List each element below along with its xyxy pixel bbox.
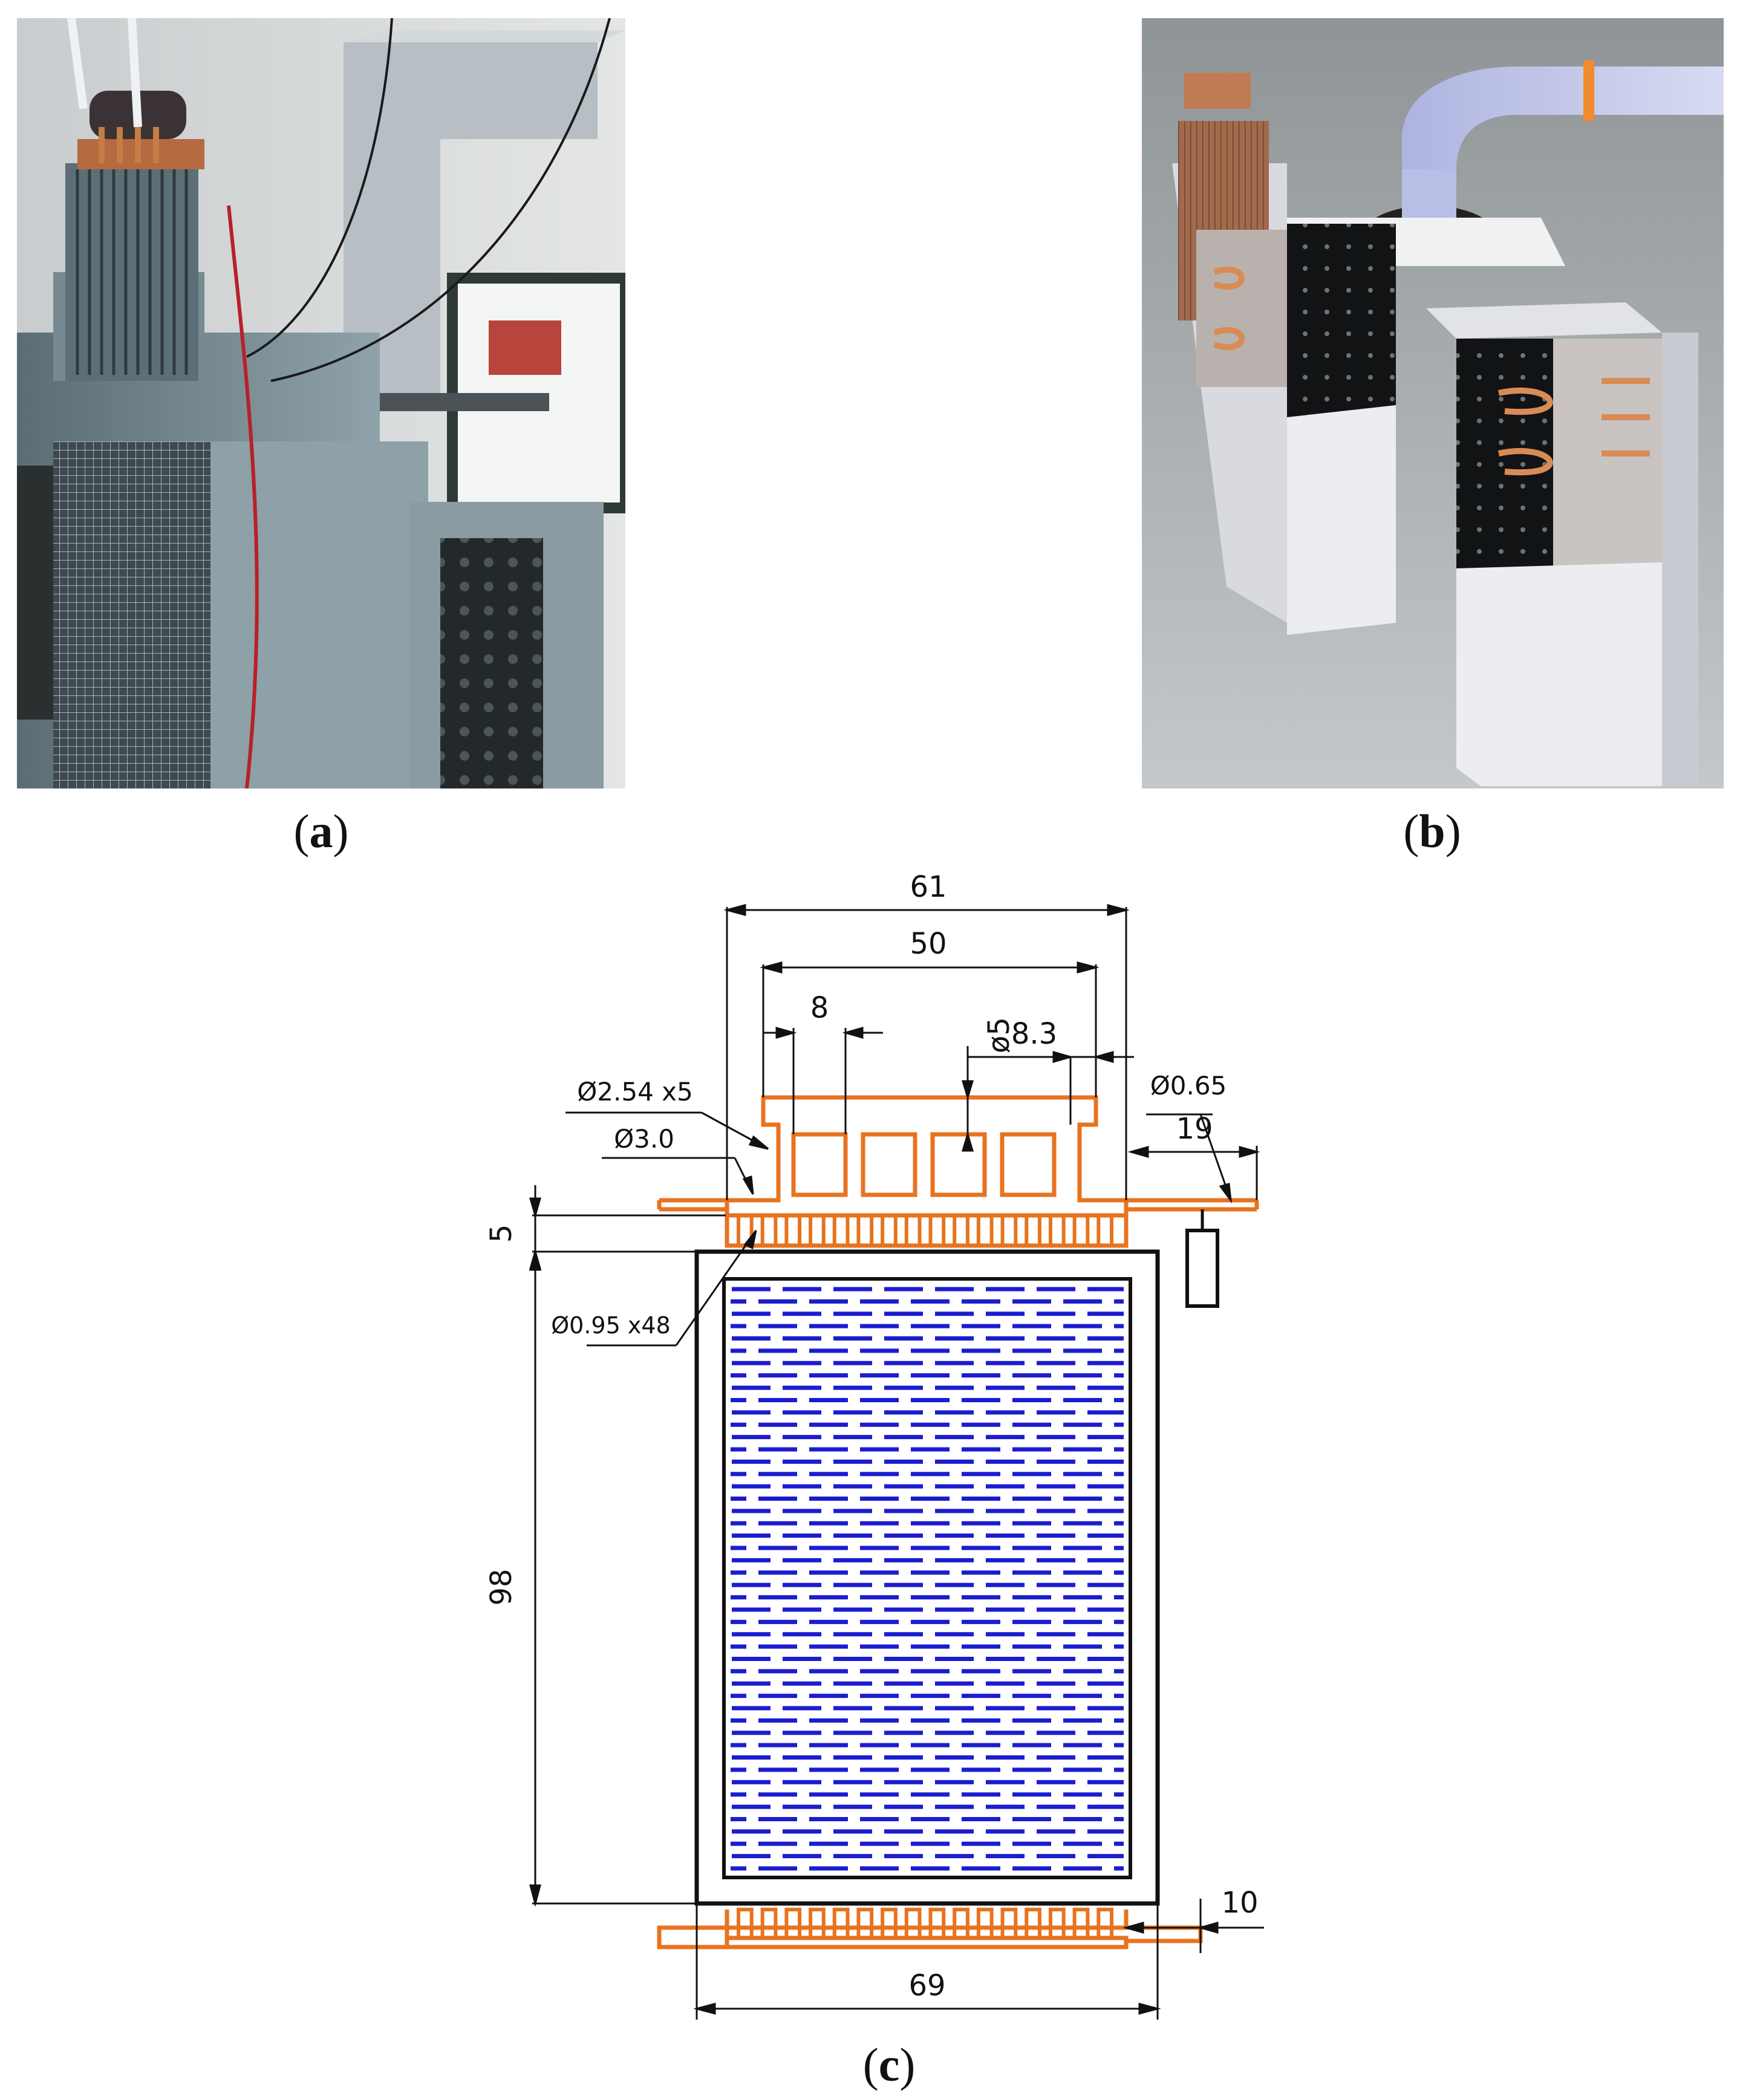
tube-tooth bbox=[760, 1214, 778, 1244]
dimension-lines bbox=[529, 904, 1264, 2020]
tube-tooth bbox=[737, 1908, 754, 1938]
caption-b: (b) bbox=[1403, 805, 1461, 857]
tube-tooth bbox=[832, 1214, 850, 1244]
tube-tooth bbox=[904, 1908, 922, 1938]
tube-tooth bbox=[1025, 1214, 1041, 1244]
dim-19-label: 19 bbox=[1176, 1112, 1213, 1146]
tube-tooth bbox=[1048, 1214, 1066, 1244]
tube-tooth bbox=[1096, 1908, 1113, 1938]
dim-phi0-95x48-label: Ø0.95 x48 bbox=[551, 1312, 670, 1339]
drawing-panel-c: 61 50 8 ø5 8.3 Ø0.65 19 Ø2.54 x5 Ø3.0 5 … bbox=[472, 847, 1318, 2032]
bottom-tube-row bbox=[737, 1908, 1113, 1938]
tube-tooth bbox=[1072, 1908, 1090, 1938]
tube-tooth bbox=[953, 1908, 969, 1938]
photo-panel-a bbox=[17, 18, 625, 788]
dim-phi5-label: ø5 bbox=[982, 1017, 1016, 1053]
tube-tooth bbox=[881, 1214, 898, 1244]
tube-tooth bbox=[832, 1908, 850, 1938]
top-header bbox=[657, 1095, 1259, 1248]
tube-tooth bbox=[760, 1908, 778, 1938]
render-panel-b bbox=[1142, 18, 1724, 788]
tube-tooth bbox=[737, 1214, 754, 1244]
dim-61-label: 61 bbox=[910, 870, 947, 904]
tube-tooth bbox=[1072, 1214, 1090, 1244]
rig-photo bbox=[17, 18, 625, 788]
tube-tooth bbox=[928, 1214, 946, 1244]
dim-5-label: 5 bbox=[484, 1224, 518, 1243]
tube-tooth bbox=[784, 1908, 802, 1938]
tube-tooth bbox=[809, 1908, 826, 1938]
tube-tooth bbox=[976, 1214, 994, 1244]
dim-50-label: 50 bbox=[910, 927, 947, 961]
tube-tooth bbox=[1096, 1214, 1113, 1244]
tube-tooth bbox=[928, 1908, 946, 1938]
dim-8-3-label: 8.3 bbox=[1011, 1017, 1057, 1051]
tube-tooth bbox=[809, 1214, 826, 1244]
caption-a: (a) bbox=[293, 805, 349, 857]
heat-exchanger-drawing: 61 50 8 ø5 8.3 Ø0.65 19 Ø2.54 x5 Ø3.0 5 … bbox=[484, 870, 1264, 2020]
tube-tooth bbox=[856, 1214, 874, 1244]
dim-phi0-65-label: Ø0.65 bbox=[1150, 1071, 1227, 1100]
tube-tooth bbox=[784, 1214, 802, 1244]
dim-8-label: 8 bbox=[810, 991, 829, 1025]
dim-98-label: 98 bbox=[484, 1568, 518, 1605]
tube-tooth bbox=[976, 1908, 994, 1938]
dimension-labels: 61 50 8 ø5 8.3 Ø0.65 19 Ø2.54 x5 Ø3.0 5 … bbox=[484, 870, 1259, 2003]
fin-pattern bbox=[731, 1287, 1124, 1871]
dim-69-label: 69 bbox=[908, 1969, 945, 2003]
dim-10-label: 10 bbox=[1221, 1886, 1258, 1920]
tube-tooth bbox=[1000, 1214, 1018, 1244]
tube-tooth bbox=[1025, 1908, 1041, 1938]
tube-tooth bbox=[904, 1214, 922, 1244]
tube-tooth bbox=[856, 1908, 874, 1938]
dim-phi2-54x5-label: Ø2.54 x5 bbox=[577, 1077, 693, 1107]
sensor-box bbox=[1185, 1229, 1219, 1308]
tube-tooth bbox=[881, 1908, 898, 1938]
caption-c: (c) bbox=[862, 2038, 916, 2091]
fin-area-outline bbox=[722, 1277, 1132, 1879]
top-tube-row bbox=[737, 1214, 1113, 1244]
rig-render bbox=[1142, 18, 1724, 788]
dim-phi3-0-label: Ø3.0 bbox=[614, 1124, 674, 1154]
tube-tooth bbox=[1000, 1908, 1018, 1938]
tube-tooth bbox=[953, 1214, 969, 1244]
tube-tooth bbox=[1048, 1908, 1066, 1938]
casing-outline bbox=[694, 1249, 1160, 1906]
